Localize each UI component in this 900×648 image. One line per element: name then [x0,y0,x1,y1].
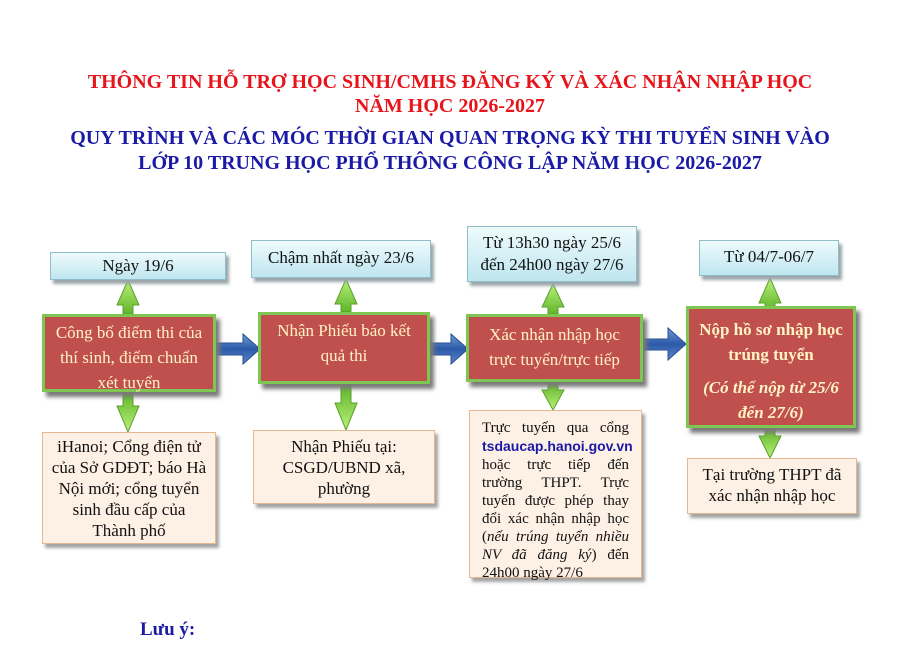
right-arrow-2-3 [429,332,469,366]
down-arrow-step-4 [758,427,782,460]
step-box-4: Nộp hồ sơ nhập học trúng tuyển (Có thể n… [686,306,856,428]
info-3-line-4-italic: nếu trúng tuyển nhiều NV đã đăng ký [482,529,629,563]
date-box-step-4: Từ 04/7-06/7 [699,240,839,276]
up-arrow-step-1 [116,278,140,315]
date-box-step-3: Từ 13h30 ngày 25/6 đến 24h00 ngày 27/6 [467,226,637,282]
step-box-1: Công bố điểm thi của thí sinh, điểm chuẩ… [42,314,216,392]
step-4-note-line-1: (Có thể nộp từ 25/6 [703,378,839,397]
info-1-line-1: iHanoi; Cổng điện tử [57,437,201,456]
step-box-2: Nhận Phiếu báo kết quả thi [258,312,430,384]
date-step-4: Từ 04/7-06/7 [724,247,814,266]
date-step-2: Chậm nhất ngày 23/6 [268,248,414,267]
right-arrow-1-2 [215,332,261,366]
info-4-line-1: Tại trường THPT đã [702,465,842,484]
step-1-line-3: xét tuyển [97,373,161,392]
up-arrow-step-2 [334,277,358,313]
info-1-line-3: Nội mới; cổng tuyển [58,479,200,498]
step-3-line-2: trực tuyến/trực tiếp [489,350,620,369]
step-box-3: Xác nhận nhập học trực tuyến/trực tiếp [466,314,643,382]
step-4-note-line-2: đến 27/6) [738,403,804,422]
info-box-step-3: Trực tuyến qua cổng tsdaucap.hanoi.gov.v… [469,410,642,581]
info-4-line-2: xác nhận nhập học [708,486,836,505]
subtitle-line-2: LỚP 10 TRUNG HỌC PHỔ THÔNG CÔNG LẬP NĂM … [138,152,762,174]
title-line-1: THÔNG TIN HỖ TRỢ HỌC SINH/CMHS ĐĂNG KÝ V… [87,71,813,93]
step-2-line-1: Nhận Phiếu báo kết [277,321,411,340]
info-2-line-2: CSGD/UBND xã, [282,458,406,477]
note-label: Lưu ý: [140,619,196,640]
info-box-step-4: Tại trường THPT đã xác nhận nhập học [687,458,857,514]
date-box-step-1: Ngày 19/6 [50,252,226,280]
step-1-line-2: thí sinh, điểm chuẩn [60,348,198,367]
info-box-step-1: iHanoi; Cổng điện tử của Sở GDĐT; báo Hà… [42,432,216,544]
step-4-line-1: Nộp hồ sơ nhập học [699,320,843,339]
step-1-line-1: Công bố điểm thi của [55,323,203,342]
info-1-line-4: sinh đầu cấp của [72,500,186,519]
info-3-line-3: hoặc trực tiếp đến trường THPT. [482,457,629,491]
down-arrow-step-3 [541,381,565,412]
info-1-line-5: Thành phố [92,521,166,540]
info-2-line-3: phường [317,479,371,498]
date-step-3-line-1: Từ 13h30 ngày 25/6 [482,233,622,252]
info-box-step-2: Nhận Phiếu tại: CSGD/UBND xã, phường [253,430,435,504]
info-3-line-4: Trực tuyến được phép thay đổi xác nhận n… [482,475,629,545]
date-box-step-2: Chậm nhất ngày 23/6 [251,240,431,278]
step-4-line-2: trúng tuyển [728,345,814,364]
down-arrow-step-2 [334,384,358,432]
title-line-2: NĂM HỌC 2026-2027 [355,95,545,117]
right-arrow-3-4 [642,326,687,362]
info-3-line-1: Trực tuyến qua cổng [482,420,629,436]
date-step-3-line-2: đến 24h00 ngày 27/6 [480,255,624,274]
step-3-line-1: Xác nhận nhập học [489,325,620,344]
step-2-line-2: quả thi [320,346,368,365]
info-2-line-1: Nhận Phiếu tại: [291,437,397,456]
info-3-line-4-end: ) đến 24h00 ngày 27/6 [482,547,629,581]
subtitle-line-1: QUY TRÌNH VÀ CÁC MÓC THỜI GIAN QUAN TRỌN… [70,127,830,149]
down-arrow-step-1 [116,391,140,434]
info-1-line-2: của Sở GDĐT; báo Hà [51,458,207,477]
up-arrow-step-3 [541,282,565,315]
date-step-1: Ngày 19/6 [102,256,174,275]
portal-link[interactable]: tsdaucap.hanoi.gov.vn [482,438,633,454]
